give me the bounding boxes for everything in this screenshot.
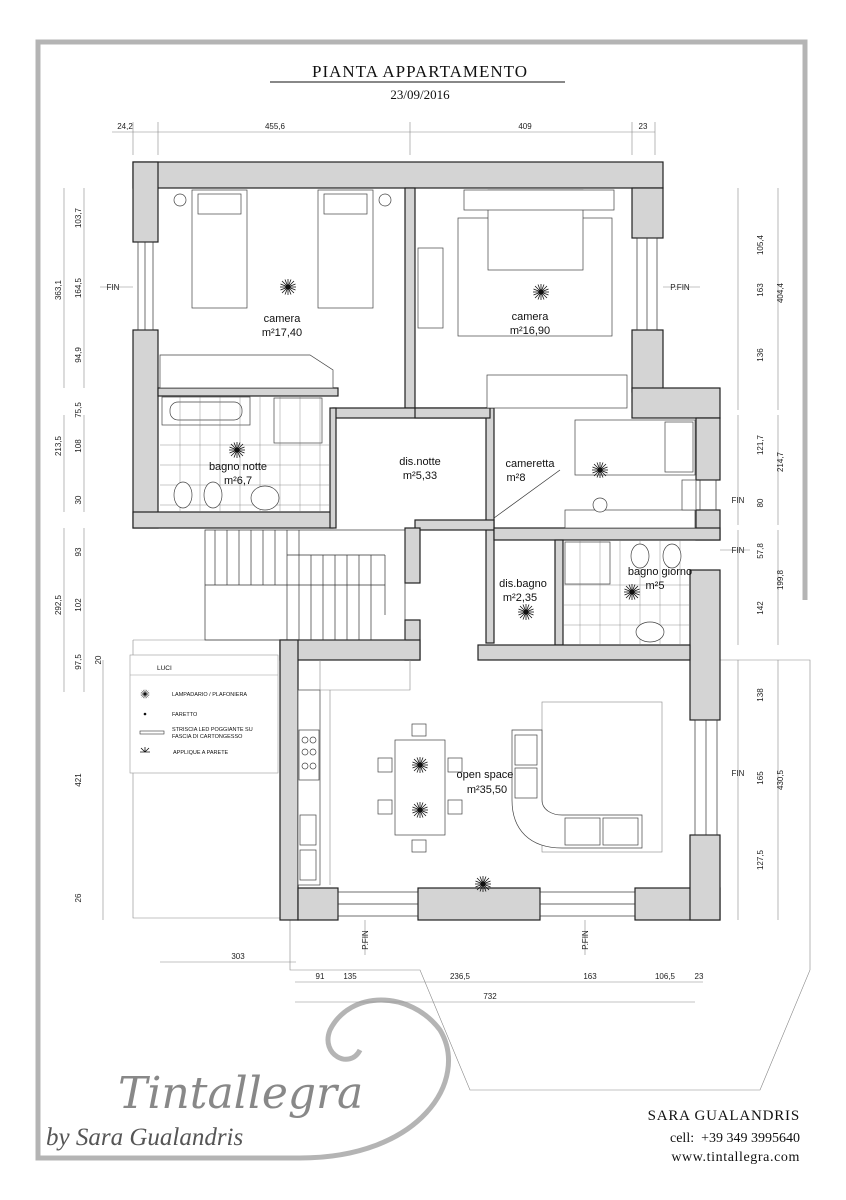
room-name: camera [264, 313, 302, 325]
dimension-label: 430,5 [776, 769, 785, 790]
dimension-label: 363,1 [54, 279, 63, 300]
dimension-label: 103,7 [74, 207, 83, 228]
dimension-label: 404,4 [776, 282, 785, 303]
dimension-label: 75,5 [74, 402, 83, 418]
legend-label: FARETTO [172, 712, 198, 718]
door-window-label: P.FIN [361, 930, 370, 950]
dimension-label: 57,8 [756, 543, 765, 559]
logo-byline: by Sara Gualandris [46, 1124, 243, 1151]
dimension-label: 23 [639, 122, 648, 131]
spotlight-icon [143, 712, 147, 716]
sheet-frame [35, 39, 808, 1161]
dimension-label: 24,2 [117, 122, 133, 131]
dimension-label: 127,5 [756, 849, 765, 870]
dimension-label: 135 [343, 972, 357, 981]
floor-tiles [160, 397, 330, 512]
dimension-label: 121,7 [756, 434, 765, 455]
dimension-label: 106,5 [655, 972, 676, 981]
dimension-label: 732 [483, 992, 497, 1001]
dimension-label: 142 [756, 601, 765, 615]
dimension-label: 108 [74, 439, 83, 453]
dimension-labels: 24,2 455,6 409 23 103,7 164,5 94,9 75,5 108 30 93 1… [54, 122, 785, 1001]
room-name: cameretta [506, 458, 556, 470]
wall-light-icon [140, 747, 150, 753]
room-name: bagno notte [209, 461, 267, 473]
dimension-label: 409 [518, 122, 532, 131]
room-name: camera [512, 311, 550, 323]
dimension-label: 236,5 [450, 972, 471, 981]
dimension-label: 163 [756, 283, 765, 297]
room-area: m²5 [646, 580, 665, 592]
legend-label: STRISCIA LED POGGIANTE SU [172, 727, 253, 733]
room-area: m²5,33 [403, 470, 437, 482]
room-area: m²16,90 [510, 325, 550, 337]
dimension-label: 20 [94, 655, 103, 664]
dimension-label: 26 [74, 893, 83, 902]
dimension-label: 97,5 [74, 654, 83, 670]
legend-label: FASCIA DI CARTONGESSO [172, 734, 243, 740]
dimension-label: 93 [74, 547, 83, 556]
room-labels: camera m²17,40 camera m²16,90 bagno nott… [209, 311, 692, 796]
dimension-label: 214,7 [776, 451, 785, 472]
dimension-label: 303 [231, 952, 245, 961]
dimension-lines [63, 122, 779, 1003]
designer-phone: cell: +39 349 3995640 [670, 1131, 800, 1146]
window-label: P.FIN [670, 283, 690, 292]
room-name: bagno giorno [628, 566, 692, 578]
room-name: open space [457, 769, 514, 781]
dimension-label: 165 [756, 771, 765, 785]
designer-name: SARA GUALANDRIS [648, 1108, 800, 1124]
room-area: m²2,35 [503, 592, 537, 604]
dimension-label: 164,5 [74, 277, 83, 298]
legend-title: LUCI [157, 665, 172, 672]
logo: Tintallegra by Sara Gualandris [46, 1068, 363, 1151]
walls [132, 161, 721, 921]
room-area: m²17,40 [262, 327, 302, 339]
dimension-label: 94,9 [74, 347, 83, 363]
windows [137, 237, 718, 917]
dimension-label: 30 [74, 495, 83, 504]
dimension-label: 292,5 [54, 594, 63, 615]
dimension-label: 80 [756, 498, 765, 507]
dimension-label: 213,5 [54, 435, 63, 456]
led-strip-icon [139, 730, 165, 735]
designer-website: www.tintallegra.com [671, 1150, 800, 1165]
staircase [204, 529, 406, 641]
logo-text: Tintallegra [118, 1068, 363, 1119]
logo-swirl [299, 997, 451, 1161]
dimension-label: 199,8 [776, 569, 785, 590]
dimension-label: 163 [583, 972, 597, 981]
dimension-label: 421 [74, 773, 83, 787]
room-area: m²35,50 [467, 784, 507, 796]
opening-labels: FIN P.FIN FIN FIN FIN P.FIN P.FIN [107, 283, 745, 950]
window-label: FIN [732, 496, 745, 505]
legend-label: APPLIQUE A PARETE [173, 750, 229, 756]
window-label: FIN [732, 546, 745, 555]
door-window-label: P.FIN [581, 930, 590, 950]
lighting-legend: LUCI LAMPADARIO / PLAFONIERA FARETTO STR… [129, 654, 279, 774]
room-name: dis.bagno [499, 578, 547, 590]
furniture [159, 189, 697, 886]
page-date: 23/09/2016 [390, 87, 450, 102]
window-label: FIN [107, 283, 120, 292]
room-area: m²6,7 [224, 475, 252, 487]
dimension-label: 102 [74, 598, 83, 612]
room-area: m²8 [507, 472, 526, 484]
dimension-label: 136 [756, 348, 765, 362]
dimension-label: 23 [695, 972, 704, 981]
window-label: FIN [732, 769, 745, 778]
chandelier-icon [140, 689, 150, 699]
dimension-label: 138 [756, 688, 765, 702]
room-name: dis.notte [399, 456, 441, 468]
dimension-label: 455,6 [265, 122, 286, 131]
page-title: PIANTA APPARTAMENTO [312, 62, 528, 81]
legend-label: LAMPADARIO / PLAFONIERA [172, 692, 247, 698]
dimension-label: 91 [316, 972, 325, 981]
dimension-label: 105,4 [756, 234, 765, 255]
